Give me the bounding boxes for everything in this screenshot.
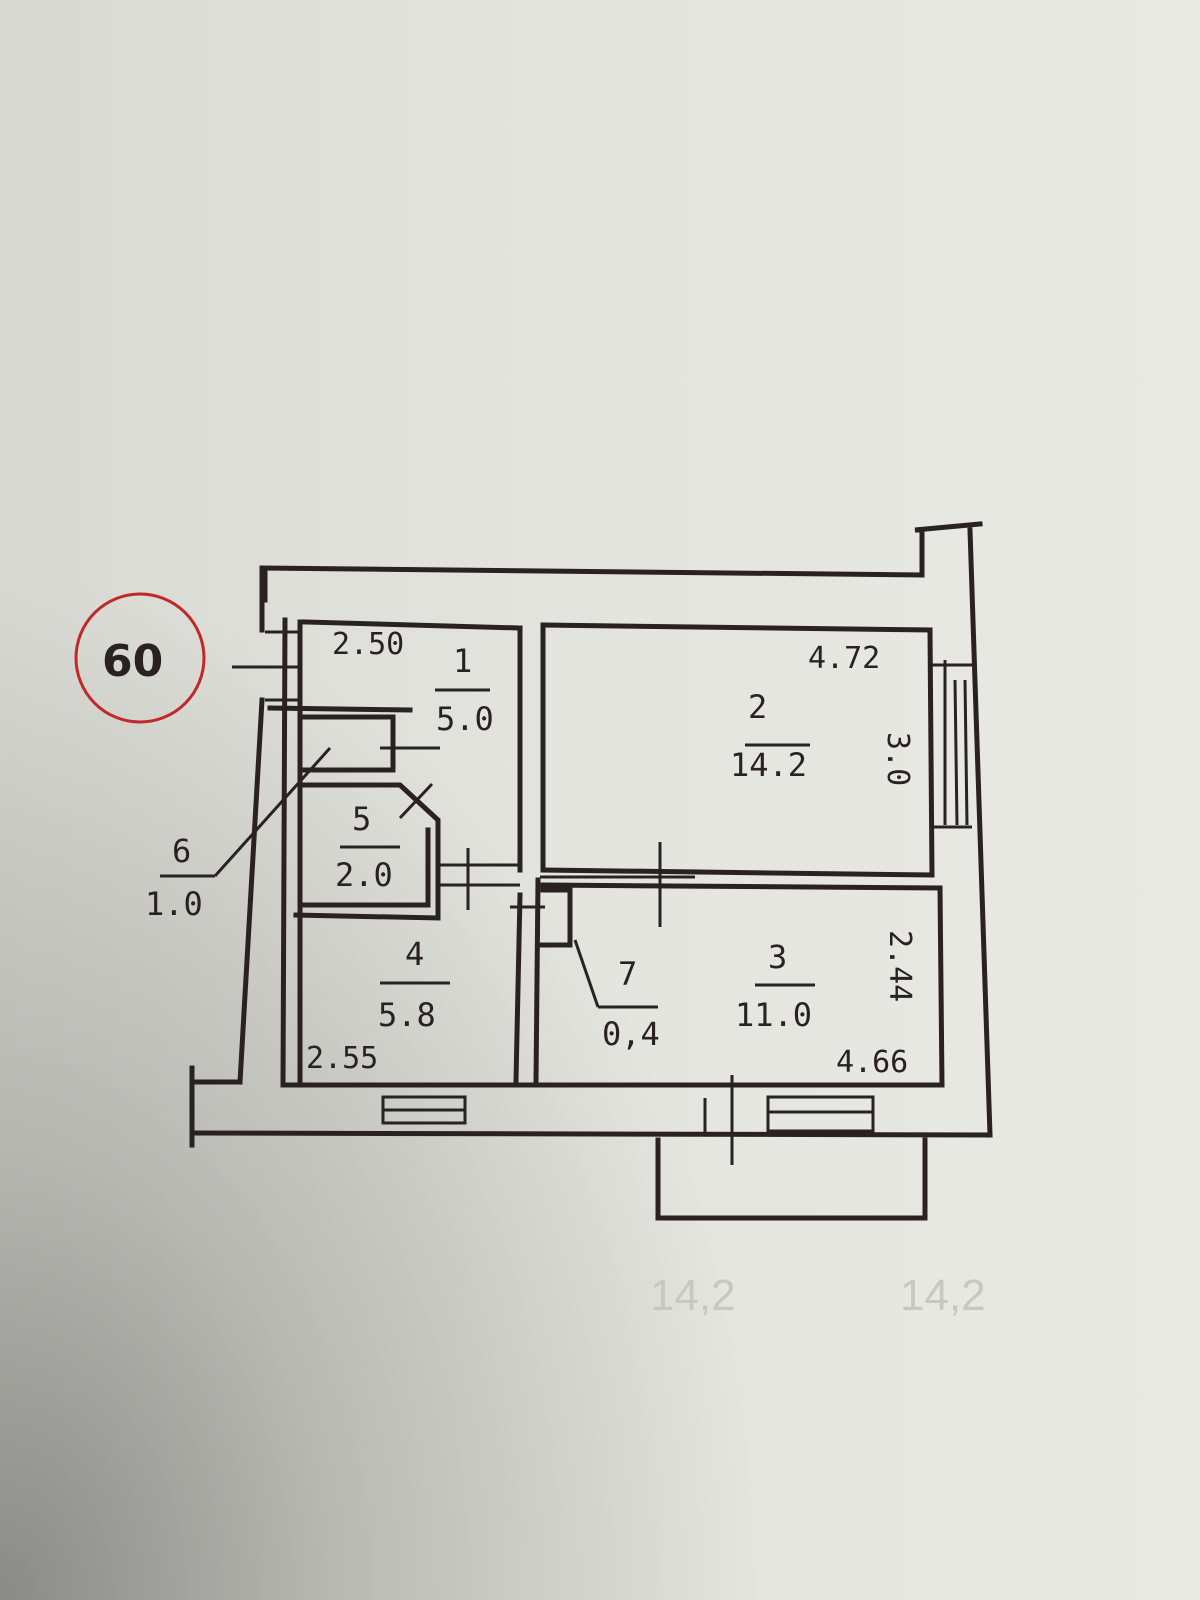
- room-number: 7: [618, 955, 637, 993]
- show-through-text: 14,2: [900, 1271, 986, 1320]
- room-area: 2.0: [335, 856, 393, 894]
- dimension-room2-depth: 3.0: [880, 732, 915, 786]
- room-area: 14.2: [730, 746, 807, 784]
- dimension-room3-depth: 2.44: [882, 930, 917, 1002]
- room-6-label: 6 1.0: [145, 832, 203, 923]
- room-number: 6: [172, 832, 191, 870]
- room-number: 4: [405, 935, 424, 973]
- room-area: 11.0: [735, 996, 812, 1034]
- dimension-room3-width: 4.66: [836, 1045, 908, 1080]
- dimension-room1-width: 2.50: [332, 627, 404, 662]
- dimension-room4-width: 2.55: [306, 1041, 378, 1076]
- walls: [189, 521, 993, 1221]
- room-7-label: 7 0,4: [602, 955, 660, 1053]
- room-number: 2: [748, 688, 767, 726]
- room-number: 1: [453, 642, 472, 680]
- room-number: 3: [768, 938, 787, 976]
- room-area: 5.8: [378, 996, 436, 1034]
- room-number: 5: [352, 800, 371, 838]
- dimension-room2-width: 4.72: [808, 641, 880, 676]
- room-2-label: 2 14.2: [730, 688, 810, 784]
- room-3-label: 3 11.0: [735, 938, 815, 1034]
- room-area: 5.0: [436, 700, 494, 738]
- plan-number: 60: [102, 636, 163, 687]
- room-area: 0,4: [602, 1015, 660, 1053]
- room-1-label: 1 5.0: [435, 642, 494, 738]
- room-area: 1.0: [145, 885, 203, 923]
- room-5-label: 5 2.0: [335, 800, 400, 894]
- openings: [160, 630, 972, 1165]
- show-through-text: 14,2: [650, 1271, 736, 1320]
- room-4-label: 4 5.8: [378, 935, 450, 1034]
- plan-number-stamp: 60: [74, 592, 206, 724]
